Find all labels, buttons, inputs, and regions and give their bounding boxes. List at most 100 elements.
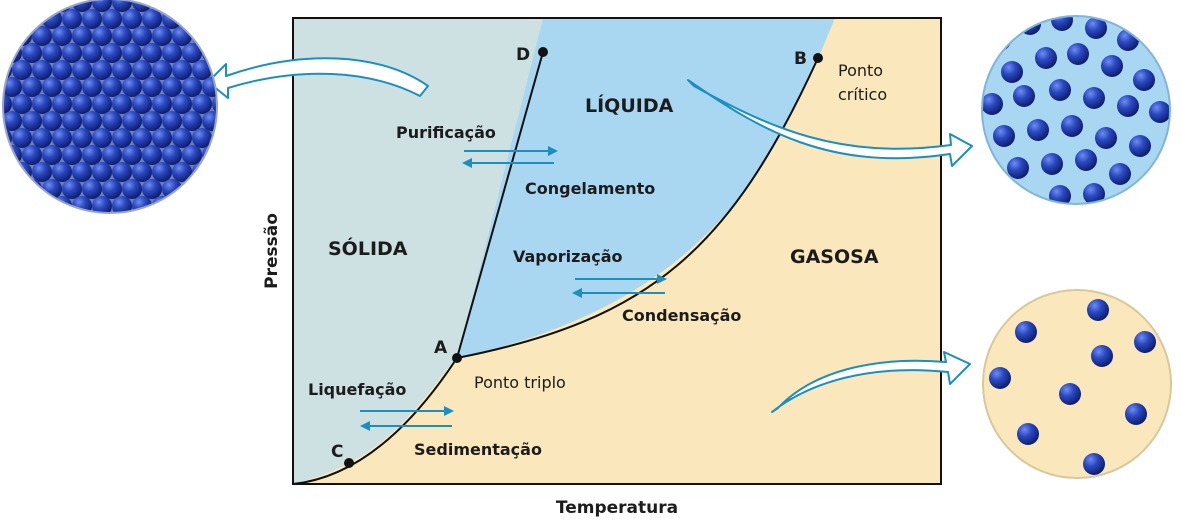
molecule (82, 213, 102, 233)
molecule (182, 43, 202, 63)
molecule (212, 26, 217, 46)
point-d-dot (538, 47, 548, 57)
molecule (242, 145, 262, 165)
molecule (162, 213, 182, 233)
molecule (202, 77, 217, 97)
molecule (92, 128, 112, 148)
molecule (122, 111, 142, 131)
molecule (112, 162, 132, 182)
molecule (152, 60, 172, 80)
molecule (3, 162, 12, 182)
molecule (1035, 47, 1057, 69)
molecule (993, 125, 1015, 147)
y-axis-label: Pressão (262, 213, 282, 289)
point-c-label: C (331, 442, 343, 462)
molecule (1015, 321, 1037, 343)
molecule (62, 179, 82, 199)
molecule (212, 162, 217, 182)
molecule (62, 213, 82, 233)
molecule (3, 43, 22, 63)
point-d-label: D (516, 45, 530, 65)
process-label-condensation: Condensação (622, 306, 741, 325)
molecule (1101, 55, 1123, 77)
molecule (102, 179, 122, 199)
molecule (152, 162, 172, 182)
molecule (1133, 69, 1155, 91)
molecule (62, 9, 82, 29)
sublimation-curve (292, 357, 458, 485)
molecule (52, 196, 72, 213)
molecule (162, 145, 182, 165)
molecule (82, 179, 102, 199)
molecule (62, 77, 82, 97)
molecule (232, 128, 252, 148)
molecule (222, 179, 242, 199)
molecule (212, 196, 217, 213)
molecule (202, 111, 217, 131)
molecule (72, 196, 92, 213)
phase-label-gas: GASOSA (790, 246, 879, 268)
molecule (12, 94, 32, 114)
molecule (22, 179, 42, 199)
critical-point-label-2: crítico (838, 85, 887, 104)
molecule (3, 111, 22, 131)
molecule (1109, 163, 1131, 185)
molecule (232, 162, 252, 182)
molecule (152, 26, 172, 46)
molecule (92, 0, 112, 12)
molecule (3, 179, 22, 199)
process-label-freezing: Congelamento (525, 179, 655, 198)
molecule (122, 77, 142, 97)
molecule (12, 128, 32, 148)
molecule (182, 9, 202, 29)
molecule (132, 162, 152, 182)
molecule (12, 196, 32, 213)
molecule (1067, 43, 1089, 65)
point-b-label: B (794, 49, 807, 69)
molecule (989, 29, 1011, 51)
process-label-sedimentation: Sedimentação (414, 440, 542, 459)
molecule (1091, 345, 1113, 367)
point-a-dot (452, 353, 462, 363)
solid-region (293, 18, 543, 484)
molecule (1125, 403, 1147, 425)
molecule (202, 179, 217, 199)
molecule (1085, 17, 1107, 39)
solid-molecule-view (2, 0, 262, 233)
molecule (1059, 383, 1081, 405)
molecule (1027, 119, 1049, 141)
molecule (32, 162, 52, 182)
molecule (202, 213, 222, 233)
molecule (2, 213, 22, 233)
molecule (32, 26, 52, 46)
molecule (222, 213, 242, 233)
molecule (22, 43, 42, 63)
molecule (172, 60, 192, 80)
molecule (232, 196, 252, 216)
molecule (112, 128, 132, 148)
molecule (182, 111, 202, 131)
molecule (1075, 149, 1097, 171)
molecule (142, 213, 162, 233)
molecule (52, 94, 72, 114)
molecule (212, 0, 217, 12)
x-axis-label: Temperatura (556, 498, 678, 518)
molecule (32, 128, 52, 148)
molecule (122, 213, 142, 233)
molecule (1049, 79, 1071, 101)
molecule (162, 111, 182, 131)
arrow-pair-liquefaction (360, 406, 454, 431)
molecule (202, 9, 217, 29)
molecule (142, 111, 162, 131)
molecule (1061, 115, 1083, 137)
molecule (72, 60, 92, 80)
molecule (12, 0, 32, 12)
molecule (62, 111, 82, 131)
molecule (92, 94, 112, 114)
point-b-dot (813, 53, 823, 63)
molecule (112, 0, 132, 12)
molecule (12, 60, 32, 80)
molecule (32, 94, 52, 114)
molecule (42, 213, 62, 233)
molecule (3, 9, 22, 29)
